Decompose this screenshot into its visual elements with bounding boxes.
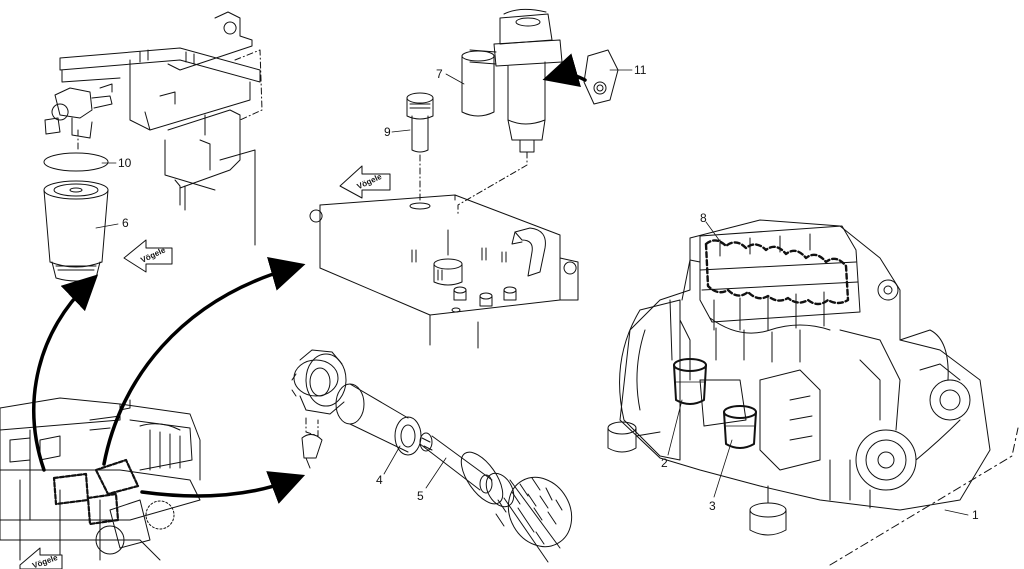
engine-axis-line — [829, 427, 1019, 566]
leader-1 — [944, 509, 969, 516]
callout-1: 1 — [972, 508, 979, 522]
callout-4: 4 — [376, 473, 383, 487]
brand-stamp-center: Vögele — [339, 165, 391, 199]
arrow-to-air-filter — [140, 471, 306, 504]
seal-ring-10 — [43, 152, 109, 172]
oil-filter-2 — [673, 358, 707, 405]
engine-mounts — [607, 421, 787, 536]
callout-7: 7 — [436, 67, 443, 81]
location-air-filter — [86, 492, 120, 526]
callout-10: 10 — [118, 156, 132, 170]
air-filter-assembly — [291, 349, 573, 563]
leader-5 — [425, 457, 447, 489]
air-filter-housing-cover — [291, 349, 347, 469]
callout-9: 9 — [384, 125, 391, 139]
brand-stamp-left: Vögele — [123, 239, 173, 273]
brand-stamp-bottom: Vögele — [19, 547, 63, 569]
location-arrows — [32, 256, 306, 504]
diesel-engine — [607, 219, 1019, 566]
air-filter-housing — [485, 472, 573, 563]
leader-3 — [713, 439, 733, 498]
valve-cover-gasket-8 — [704, 239, 850, 306]
location-hydraulic-tank — [94, 458, 140, 496]
callout-11: 11 — [634, 63, 647, 77]
safety-element-5 — [419, 432, 493, 494]
callout-labels: 1 2 3 4 5 6 7 8 9 10 11 — [118, 63, 979, 522]
callout-5: 5 — [417, 489, 424, 503]
fuel-filter-3 — [723, 405, 757, 449]
filter-element-7 — [461, 50, 495, 117]
air-filter-element-4 — [335, 383, 422, 456]
leader-9 — [391, 129, 411, 133]
leader-2 — [667, 399, 683, 456]
leader-4 — [383, 445, 401, 475]
warning-label-11 — [583, 49, 619, 105]
callout-6: 6 — [122, 216, 129, 230]
callout-8: 8 — [700, 211, 707, 225]
paver-overview: Vögele — [0, 397, 201, 569]
tank-fittings — [451, 286, 517, 313]
leader-7 — [445, 73, 465, 85]
leader-6 — [95, 223, 119, 229]
leader-8 — [705, 221, 723, 245]
callout-3: 3 — [709, 499, 716, 513]
fuel-prefilter-assembly: Vögele — [43, 11, 263, 282]
breather-filter-9 — [406, 92, 434, 201]
insert-arrow — [542, 53, 587, 88]
callout-2: 2 — [661, 456, 668, 470]
location-fuel-filter — [52, 472, 90, 506]
callout-leaders — [95, 69, 969, 516]
arrow-to-fuel-filter — [32, 274, 99, 472]
return-filter-housing — [457, 8, 563, 215]
hydraulic-tank-assembly: Vögele — [309, 8, 619, 349]
arrow-to-hydraulic-tank — [102, 256, 306, 466]
fuel-filter-cartridge-6 — [43, 180, 109, 282]
